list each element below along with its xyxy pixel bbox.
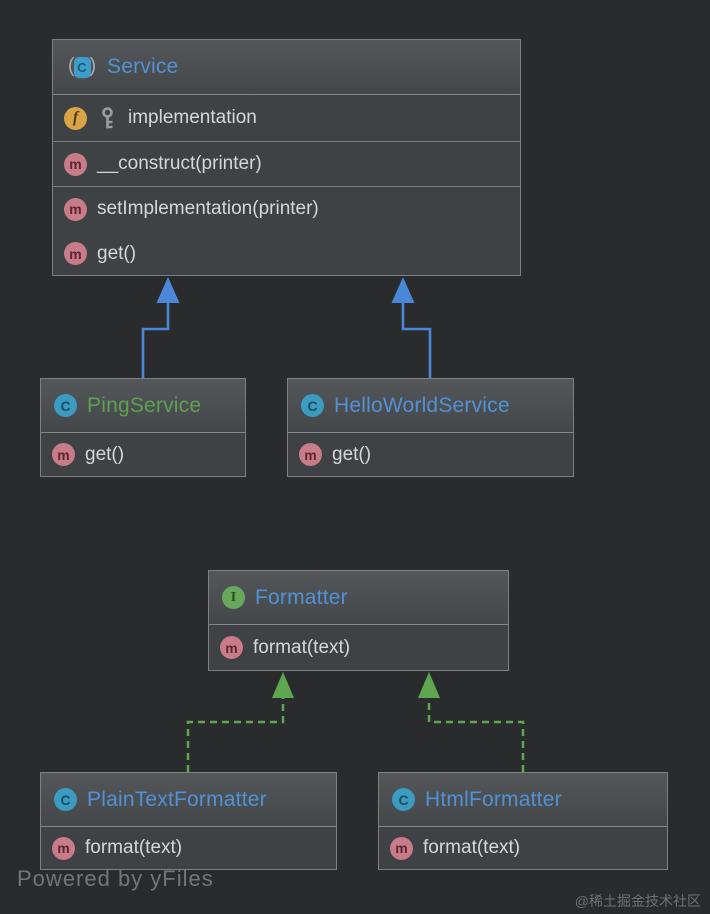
class-header: C PingService: [41, 379, 245, 433]
method-icon: m: [52, 443, 75, 466]
powered-by-yfiles-watermark: Powered by yFiles: [17, 866, 214, 891]
class-icon: C: [301, 394, 324, 417]
edge-plaintextformatter-implements-formatter[interactable]: [186, 672, 294, 772]
class-title: HelloWorldService: [334, 393, 510, 417]
method-icon: m: [299, 443, 322, 466]
class-header: C HtmlFormatter: [379, 773, 667, 827]
class-box-htmlformatter[interactable]: C HtmlFormatter m format(text): [378, 772, 668, 870]
class-header: C HelloWorldService: [288, 379, 573, 433]
method-label: __construct(printer): [97, 153, 262, 174]
abstract-class-icon: ( C ): [66, 53, 98, 81]
method-row: m setImplementation(printer): [53, 186, 520, 231]
class-title: Formatter: [255, 585, 348, 609]
triangle-arrowhead: [391, 277, 415, 303]
method-row: m format(text): [41, 827, 336, 869]
class-box-pingservice[interactable]: C PingService m get(): [40, 378, 246, 477]
method-label: format(text): [85, 837, 183, 858]
triangle-arrowhead: [156, 277, 180, 303]
edge-htmlformatter-implements-formatter[interactable]: [418, 672, 525, 772]
method-icon: m: [64, 197, 87, 221]
method-row: m __construct(printer): [53, 141, 520, 186]
method-row: m get(): [288, 433, 573, 476]
class-box-formatter[interactable]: I Formatter m format(text): [208, 570, 509, 671]
class-title: HtmlFormatter: [425, 787, 562, 811]
class-header: I Formatter: [209, 571, 508, 625]
class-icon: C: [54, 394, 77, 417]
field-label: implementation: [128, 107, 257, 128]
field-row: f implementation: [53, 95, 520, 141]
method-row: m get(): [41, 433, 245, 476]
method-label: setImplementation(printer): [97, 198, 319, 219]
class-icon: C: [54, 788, 77, 811]
method-label: get(): [97, 242, 137, 264]
class-box-helloworldservice[interactable]: C HelloWorldService m get(): [287, 378, 574, 477]
edge-pingservice-extends-service[interactable]: [141, 277, 180, 378]
method-label: format(text): [253, 636, 351, 658]
method-row: m format(text): [379, 827, 667, 869]
class-title: Service: [107, 55, 179, 78]
community-watermark: @稀土掘金技术社区: [574, 893, 701, 909]
interface-icon: I: [222, 586, 245, 609]
triangle-arrowhead: [272, 672, 294, 698]
method-row: m get(): [53, 231, 520, 276]
method-icon: m: [220, 636, 243, 659]
method-label: get(): [332, 443, 372, 465]
method-icon: m: [390, 836, 413, 860]
class-header: C PlainTextFormatter: [41, 773, 336, 827]
field-icon: f: [64, 106, 87, 130]
method-row: m format(text): [209, 625, 508, 670]
class-title: PlainTextFormatter: [87, 787, 267, 811]
method-label: format(text): [423, 837, 521, 858]
edge-helloworldservice-extends-service[interactable]: [391, 277, 432, 378]
method-icon: m: [64, 242, 87, 265]
method-label: get(): [85, 443, 125, 465]
key-icon: [102, 106, 113, 128]
triangle-arrowhead: [418, 672, 440, 698]
method-icon: m: [64, 152, 87, 176]
method-icon: m: [52, 836, 75, 860]
class-header: ( C ) Service: [53, 40, 520, 95]
class-box-service[interactable]: ( C ) Service f implementation m __const…: [52, 39, 521, 276]
class-box-plaintextformatter[interactable]: C PlainTextFormatter m format(text): [40, 772, 337, 870]
class-title: PingService: [87, 393, 202, 417]
class-icon: C: [392, 788, 415, 811]
